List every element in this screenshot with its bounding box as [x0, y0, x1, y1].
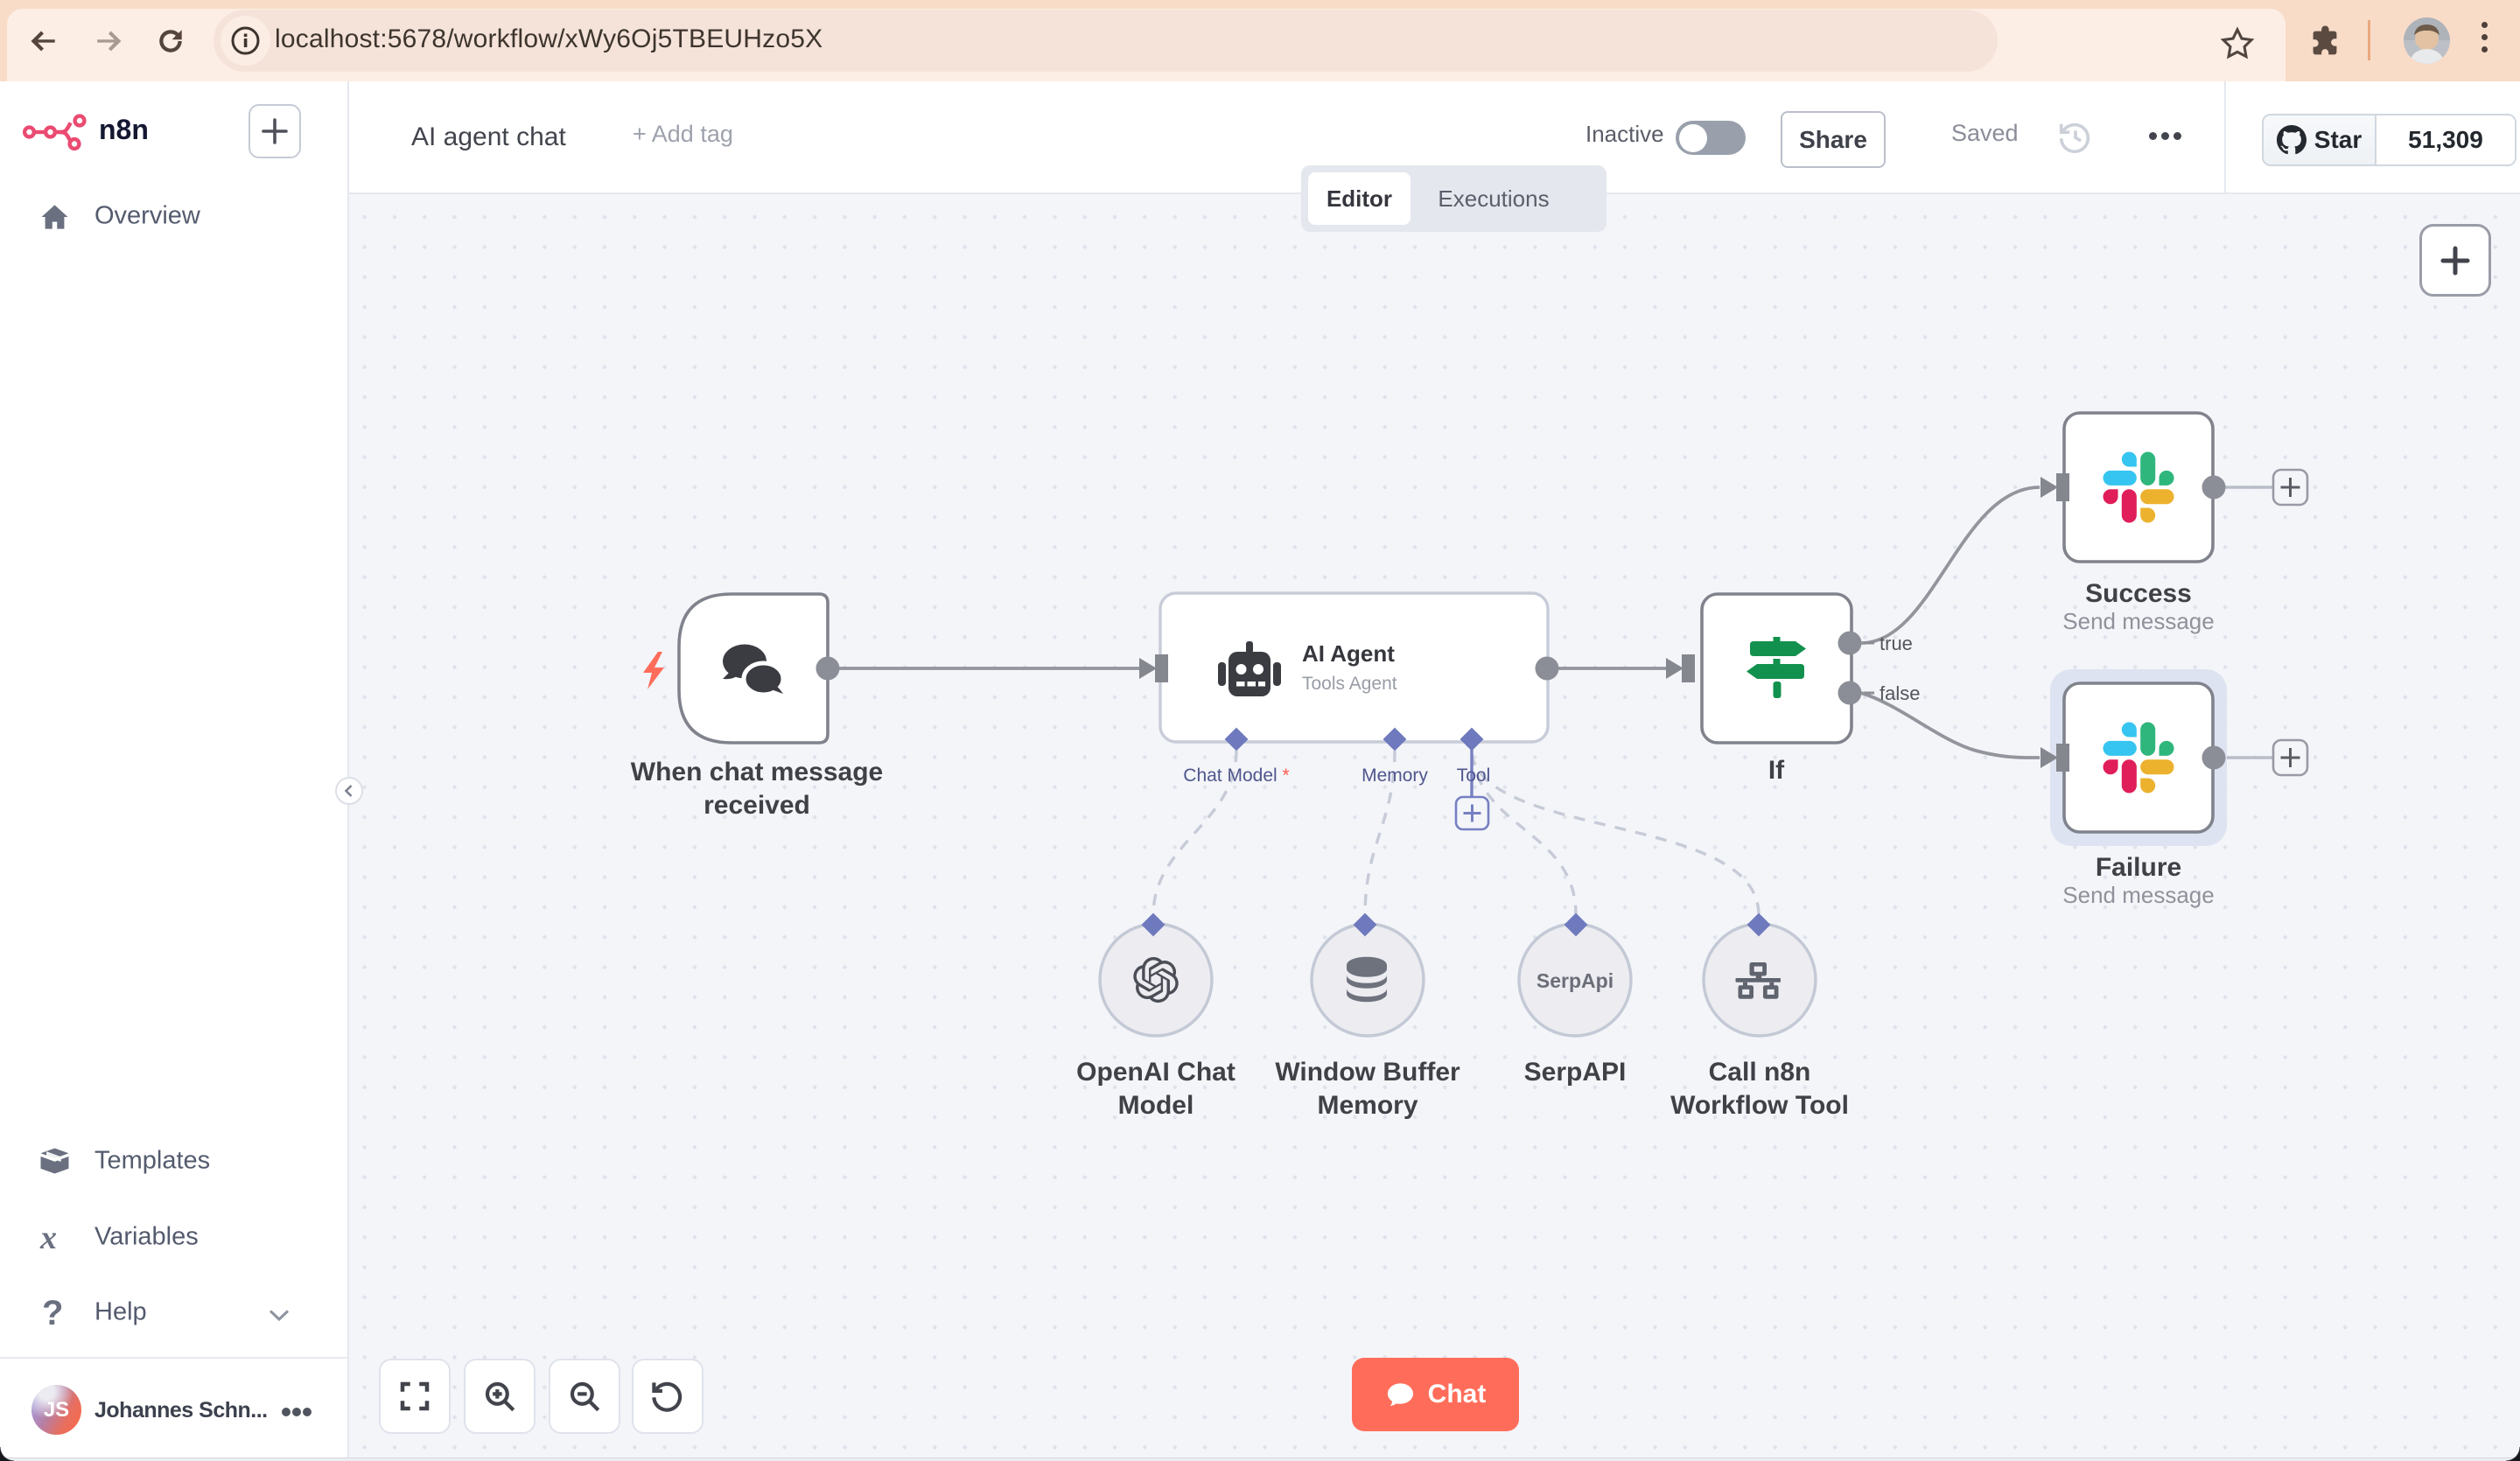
svg-text:Window Buffer: Window Buffer	[1275, 1058, 1460, 1087]
svg-text:Tool: Tool	[1457, 765, 1491, 786]
svg-text:OpenAI Chat: OpenAI Chat	[1076, 1058, 1236, 1087]
svg-text:Send message: Send message	[2062, 882, 2214, 908]
svg-text:Call n8n: Call n8n	[1709, 1058, 1811, 1087]
svg-text:received: received	[704, 791, 810, 820]
svg-text:When chat message: When chat message	[631, 758, 883, 786]
svg-text:false: false	[1880, 682, 1920, 704]
svg-text:Model: Model	[1118, 1091, 1194, 1120]
svg-text:true: true	[1880, 633, 1913, 654]
svg-text:Success: Success	[2085, 579, 2192, 608]
svg-text:Failure: Failure	[2096, 853, 2181, 882]
svg-text:If: If	[1768, 756, 1785, 785]
svg-text:Chat Model *: Chat Model *	[1183, 765, 1289, 786]
svg-text:Memory: Memory	[1317, 1091, 1418, 1120]
svg-text:Memory: Memory	[1362, 765, 1428, 786]
svg-text:SerpAPI: SerpAPI	[1524, 1058, 1627, 1087]
svg-text:Workflow Tool: Workflow Tool	[1670, 1091, 1849, 1120]
svg-text:SerpApi: SerpApi	[1536, 969, 1614, 992]
svg-text:Tools Agent: Tools Agent	[1302, 674, 1397, 694]
svg-text:AI Agent: AI Agent	[1302, 640, 1395, 667]
svg-text:Send message: Send message	[2062, 608, 2214, 634]
